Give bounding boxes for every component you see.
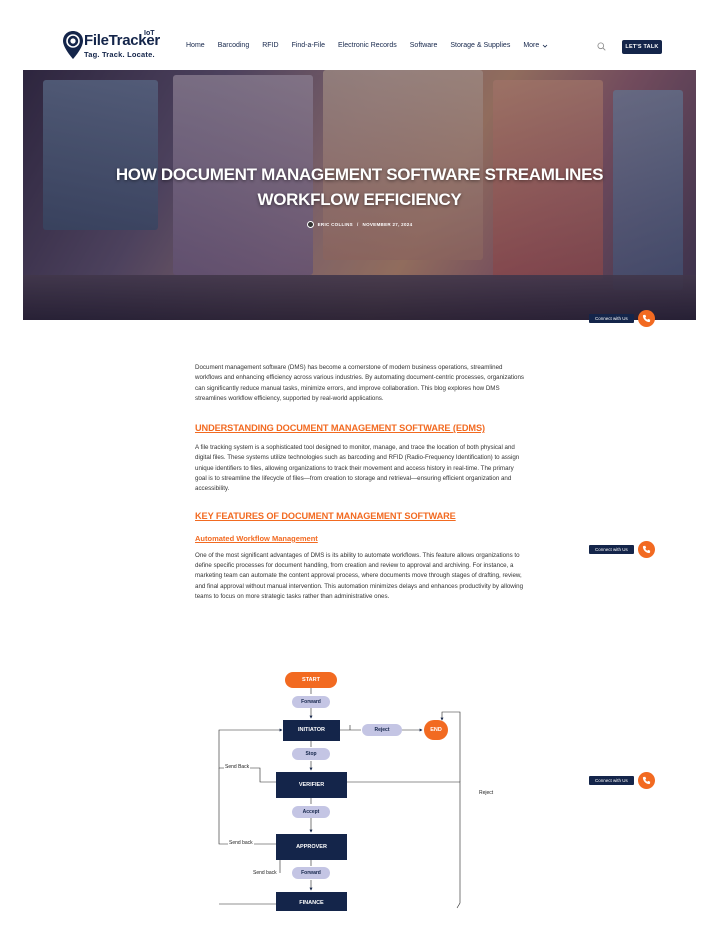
post-date: NOVEMBER 27, 2024 (362, 222, 413, 227)
connect-with-us-button[interactable]: Connect with Us (589, 776, 634, 785)
page-title: HOW DOCUMENT MANAGEMENT SOFTWARE STREAML… (115, 165, 604, 209)
connect-widget: Connect with Us (589, 310, 655, 327)
workflow-paragraph: One of the most significant advantages o… (195, 551, 524, 600)
lets-talk-button[interactable]: LET'S TALK (622, 40, 662, 54)
flow-verifier-node: VERIFIER (276, 772, 347, 798)
flow-send-back-label: Send back (228, 840, 254, 846)
understanding-paragraph: A file tracking system is a sophisticate… (195, 444, 520, 493)
nav-item-storage-supplies[interactable]: Storage & Supplies (450, 42, 511, 49)
flow-end-node: END (424, 720, 448, 740)
hero-overlay (23, 70, 696, 320)
main-nav: Home Barcoding RFID Find-a-File Electron… (186, 42, 561, 49)
flow-forward-label: Forward (292, 696, 330, 708)
flow-reject-label: Reject (362, 724, 402, 736)
phone-icon (642, 776, 650, 785)
nav-item-more[interactable]: More (523, 42, 548, 49)
flow-stop-label: Stop (292, 748, 330, 760)
section-heading-understanding[interactable]: UNDERSTANDING DOCUMENT MANAGEMENT SOFTWA… (195, 423, 485, 434)
nav-item-rfid[interactable]: RFID (262, 42, 279, 49)
search-icon[interactable] (597, 42, 606, 51)
logo-superscript: IoT (144, 30, 155, 37)
flow-finance-node: FINANCE (276, 892, 347, 911)
nav-item-electronic-records[interactable]: Electronic Records (338, 42, 397, 49)
connect-with-us-button[interactable]: Connect with Us (589, 545, 634, 554)
connect-widget: Connect with Us (589, 541, 655, 558)
workflow-diagram: START Forward INITIATOR Reject END Stop … (216, 668, 496, 911)
site-header: FileTracker IoT Tag. Track. Locate. Home… (0, 0, 720, 70)
hero-image-screen (613, 90, 683, 290)
subheading-workflow[interactable]: Automated Workflow Management (195, 533, 318, 543)
logo-tagline: Tag. Track. Locate. (84, 50, 155, 59)
phone-button[interactable] (637, 772, 655, 789)
connect-with-us-button[interactable]: Connect with Us (589, 314, 634, 323)
flow-send-back-label: Send back (252, 870, 278, 876)
flow-reject-side-label: Reject (478, 790, 495, 796)
nav-item-home[interactable]: Home (186, 42, 205, 49)
connect-widget: Connect with Us (589, 772, 655, 789)
nav-item-find-a-file[interactable]: Find-a-File (291, 42, 326, 49)
avatar (306, 221, 314, 228)
article-body: Document management software (DMS) has b… (195, 363, 525, 602)
flow-start-node: START (285, 672, 337, 688)
hero-image-screen (323, 70, 483, 260)
hero-image-screen (493, 80, 603, 280)
logo-wordmark: FileTracker (84, 32, 160, 49)
post-author[interactable]: ERIC COLLINS (317, 222, 353, 227)
phone-button[interactable] (637, 310, 655, 327)
phone-icon (642, 545, 650, 554)
intro-paragraph: Document management software (DMS) has b… (195, 364, 525, 402)
location-pin-icon (63, 31, 83, 59)
nav-item-barcoding[interactable]: Barcoding (217, 42, 250, 49)
flow-accept-label: Accept (292, 806, 330, 818)
flow-approver-node: APPROVER (276, 834, 347, 860)
section-heading-features[interactable]: KEY FEATURES OF DOCUMENT MANAGEMENT SOFT… (195, 510, 456, 521)
site-logo[interactable]: FileTracker IoT Tag. Track. Locate. (62, 30, 162, 64)
chevron-down-icon (542, 44, 548, 48)
hero-image-desk (23, 275, 696, 320)
phone-button[interactable] (637, 541, 655, 558)
flow-send-back-label: Send Back (224, 764, 251, 770)
meta-separator: / (356, 222, 359, 227)
phone-icon (642, 314, 650, 323)
flow-forward-label: Forward (292, 867, 330, 879)
hero-image-screen (173, 75, 313, 275)
nav-item-software[interactable]: Software (409, 42, 438, 49)
flow-initiator-node: INITIATOR (283, 720, 340, 741)
post-meta: ERIC COLLINS / NOVEMBER 27, 2024 (23, 221, 696, 228)
hero-banner: HOW DOCUMENT MANAGEMENT SOFTWARE STREAML… (23, 70, 696, 320)
nav-more-label: More (523, 42, 540, 49)
hero-image-screen (43, 80, 158, 230)
